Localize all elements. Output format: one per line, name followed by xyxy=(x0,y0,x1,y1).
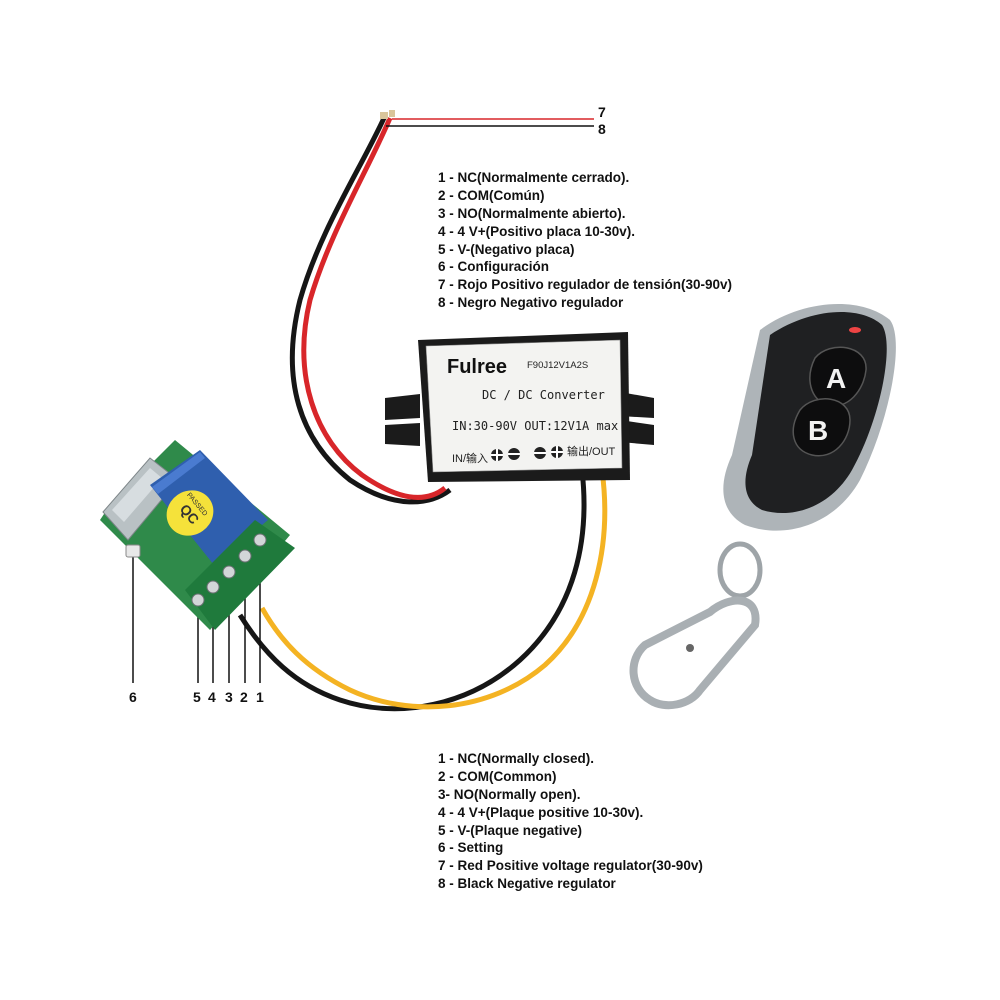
dc-dc-converter: Fulree F90J12V1A2S DC / DC Converter IN:… xyxy=(385,332,654,482)
legend-es-item-1: 1 - NC(Normalmente cerrado). xyxy=(438,170,630,185)
remote-button-a-label: A xyxy=(826,363,846,394)
legend-en-item-1: 1 - NC(Normally closed). xyxy=(438,751,595,766)
output-wires xyxy=(237,469,608,712)
legend-en-item-4: 4 - 4 V+(Plaque positive 10-30v). xyxy=(438,804,644,820)
converter-line2: IN:30-90V OUT:12V1A max xyxy=(452,419,618,433)
terminal-screws xyxy=(191,533,267,607)
callout-terminal-3: 3 xyxy=(225,689,233,705)
terminal-block xyxy=(185,520,295,630)
converter-model: F90J12V1A2S xyxy=(527,360,588,371)
legend-en-item-6: 6 - Setting xyxy=(438,840,504,856)
black-input-wire xyxy=(289,116,452,505)
remote-button-b xyxy=(792,398,851,457)
legend-en-item-5: 5 - V-(Plaque negative) xyxy=(438,822,583,838)
legend-en-item-7: 7 - Red Positive voltage regulator(30-90… xyxy=(438,858,703,874)
callout-terminal-4: 4 xyxy=(208,689,216,705)
input-wires xyxy=(289,110,452,505)
converter-brand: Fulree xyxy=(447,356,507,378)
legend-en-item-8: 8 - Black Negative regulator xyxy=(438,876,616,892)
remote-button-b-label: B xyxy=(808,415,828,446)
red-input-wire xyxy=(301,117,447,500)
legend-es-item-8: 8 - Negro Negativo regulador xyxy=(438,295,624,311)
remote-control: A B xyxy=(629,303,896,710)
callout-terminal-5: 5 xyxy=(193,689,201,705)
legend-en-item-3: 3- NO(Normally open). xyxy=(438,786,581,802)
converter-out-label: 输出/OUT xyxy=(567,444,616,458)
converter-label xyxy=(425,339,623,473)
qc-sticker: QC PASSED xyxy=(166,490,214,536)
legend-es-item-7: 7 - Rojo Positivo regulador de tensión(3… xyxy=(438,277,733,293)
yellow-output-wire xyxy=(259,469,608,710)
wire-tip xyxy=(380,112,388,119)
wire-tip xyxy=(389,110,395,117)
converter-line1: DC / DC Converter xyxy=(482,388,605,402)
callout-setting: 6 xyxy=(129,689,137,705)
polarity-symbols xyxy=(491,446,563,461)
legend-english: 1 - NC(Normally closed). 2 - COM(Common)… xyxy=(438,750,703,893)
black-output-wire xyxy=(237,469,587,712)
legend-spanish: 1 - NC(Normalmente cerrado). 2 - COM(Com… xyxy=(438,169,732,312)
remote-button-a xyxy=(809,346,867,407)
converter-in-label: IN/输入 xyxy=(452,451,488,465)
keychain-clip xyxy=(629,596,760,710)
callout-terminal-2: 2 xyxy=(240,689,248,705)
callout-wire-red: 7 xyxy=(598,104,606,120)
setting-button xyxy=(125,544,141,558)
legend-es-item-3: 3 - NO(Normalmente abierto). xyxy=(438,205,626,221)
legend-es-item-5: 5 - V-(Negativo placa) xyxy=(438,241,575,257)
callout-terminal-1: 1 xyxy=(256,689,264,705)
legend-es-item-2: 2 - COM(Común) xyxy=(438,187,545,203)
callout-wire-black: 8 xyxy=(598,121,606,137)
legend-es-item-6: 6 - Configuración xyxy=(438,259,549,275)
legend-en-item-2: 2 - COM(Common) xyxy=(438,768,557,784)
legend-es-item-4: 4 - 4 V+(Positivo placa 10-30v). xyxy=(438,223,635,239)
relay-board: QC PASSED xyxy=(100,440,295,630)
